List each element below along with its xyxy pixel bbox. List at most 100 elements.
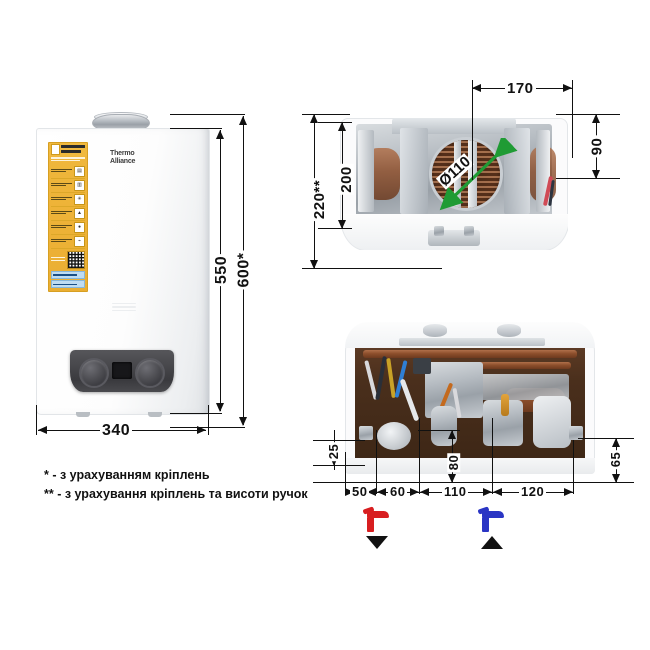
ext-line	[36, 405, 38, 435]
energy-label: ▤ ▥ ✳ ▲ ●	[48, 142, 88, 292]
dim-label-220: 220**	[311, 177, 329, 222]
arrow-up	[612, 438, 620, 447]
arrow-down	[448, 474, 456, 483]
wire-white-2	[399, 378, 420, 422]
ext-line	[572, 80, 574, 158]
arrow-down	[592, 170, 600, 179]
ext-line	[556, 178, 620, 180]
label-feature-row: ✳	[51, 193, 85, 207]
ext-tick	[492, 418, 494, 494]
footnote-single-asterisk: * - з урахуванням кріплень	[44, 468, 210, 482]
port-collar-cold	[497, 324, 521, 337]
label-qr-text	[51, 256, 65, 263]
label-feature-text	[51, 225, 72, 230]
qr-code-icon	[67, 250, 85, 269]
ext-line	[302, 114, 350, 116]
interior-cavity	[355, 348, 585, 458]
bottom-view	[345, 322, 595, 474]
brand-logo-line2: Alliance	[110, 158, 136, 165]
arrow-left	[472, 84, 481, 92]
dim-label-25: 25	[326, 441, 342, 462]
label-brand-block	[49, 143, 87, 156]
temperature-knob[interactable]	[79, 358, 109, 388]
label-footer-block	[49, 291, 87, 292]
bracket-left	[359, 426, 373, 440]
chassis-wall-left	[400, 128, 428, 214]
arrow-right	[345, 488, 354, 496]
label-feature-row: ▲	[51, 207, 85, 221]
bracket-right	[569, 426, 583, 440]
ext-line	[170, 128, 222, 130]
arrow-left	[493, 488, 502, 496]
dim-label-120: 120	[519, 484, 547, 499]
brand-logo-line1: Thermo	[110, 150, 135, 157]
label-qr-block	[49, 250, 87, 270]
front-view: ▤ ▥ ✳ ▲ ●	[36, 112, 210, 417]
lcd-display	[112, 362, 132, 379]
feature-battery-icon: ▥	[74, 179, 85, 191]
label-feature-row: ●	[51, 221, 85, 235]
label-feature-row: ⌁	[51, 235, 85, 249]
brass-nozzle	[501, 394, 509, 416]
label-phone-block	[49, 270, 87, 291]
ignition-module	[413, 358, 431, 374]
footnotes: * - з урахуванням кріплень ** - з урахув…	[44, 466, 374, 504]
arrow-down	[338, 220, 346, 229]
bottom-view-base	[345, 458, 595, 474]
burner-plate	[477, 374, 569, 400]
water-flow-sensor	[533, 396, 571, 448]
control-panel	[70, 350, 174, 392]
dim-label-600: 600*	[235, 250, 253, 290]
ext-line	[418, 430, 460, 432]
dim-label-340: 340	[100, 422, 133, 439]
arrow-up	[310, 114, 318, 123]
ext-line	[578, 438, 634, 440]
ext-line	[208, 405, 210, 435]
arrow-left	[38, 426, 47, 434]
dim-label-110: 110	[442, 484, 469, 499]
brand-logo: Thermo Alliance	[110, 150, 154, 166]
dim-label-550: 550	[213, 253, 231, 287]
label-feature-row: ▤	[51, 165, 85, 179]
arrow-left	[420, 488, 429, 496]
label-feature-row: ▥	[51, 179, 85, 193]
arrow-left	[377, 488, 386, 496]
ext-line	[170, 427, 245, 429]
arrow-up	[448, 430, 456, 439]
label-feature-text	[51, 183, 72, 188]
ext-line	[313, 440, 365, 442]
port-collar-hot	[423, 324, 447, 337]
arrow-right	[410, 488, 419, 496]
foot-right	[148, 412, 162, 417]
label-feature-text	[51, 211, 72, 216]
arrow-right	[197, 426, 206, 434]
ext-line	[556, 114, 620, 116]
label-feature-rows: ▤ ▥ ✳ ▲ ●	[49, 164, 87, 250]
side-rail-left	[358, 130, 374, 212]
phone-line	[51, 280, 85, 289]
wire-black	[375, 355, 387, 401]
ext-line	[313, 465, 365, 467]
copper-pipe	[475, 362, 571, 369]
handle-post-right	[464, 226, 474, 236]
label-brand-text	[61, 144, 85, 154]
arrow-up	[216, 130, 224, 139]
ext-line	[302, 268, 442, 270]
gas-flow-knob[interactable]	[135, 358, 165, 388]
ext-tick	[345, 452, 347, 494]
fitting-center-left	[431, 406, 457, 446]
label-subtitle	[49, 156, 87, 164]
label-brand-icon	[51, 144, 60, 155]
water-fitting-left	[377, 422, 411, 450]
dim-label-65: 65	[608, 449, 624, 470]
port-mount-plate	[399, 338, 545, 346]
arrow-down	[330, 457, 338, 466]
feature-flame-icon: ▲	[74, 207, 85, 219]
ext-line	[170, 114, 245, 116]
feature-valve-icon: ⌁	[74, 235, 85, 247]
dim-baseline	[313, 482, 623, 484]
feature-display-icon: ▤	[74, 165, 85, 177]
arrow-down	[239, 417, 247, 426]
copper-header	[363, 350, 577, 358]
